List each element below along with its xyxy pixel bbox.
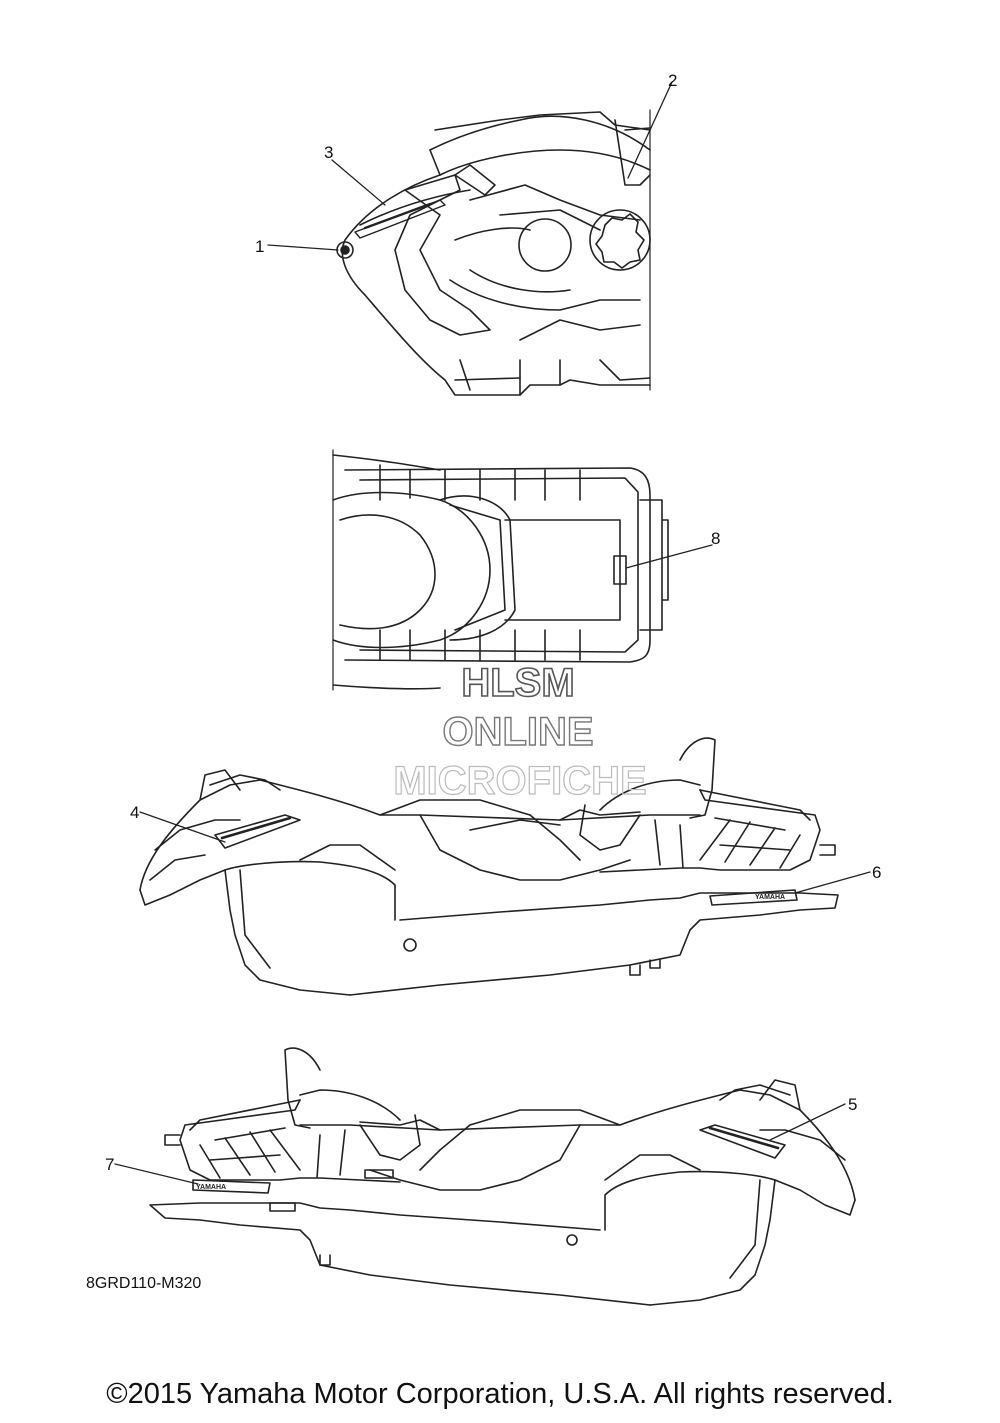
copyright-notice: ©2015 Yamaha Motor Corporation, U.S.A. A…: [106, 1378, 894, 1410]
callout-7: 7: [105, 1155, 114, 1174]
watermark-line-2: ONLINE: [442, 710, 593, 754]
hood-side-decal-right: [214, 814, 301, 849]
leader-lines: [114, 81, 871, 1185]
right-side-view: [139, 737, 839, 996]
callout-5: 5: [848, 1095, 857, 1114]
hood-side-decal-left: [699, 1124, 786, 1159]
hood-top-view: [336, 109, 651, 396]
watermark-line-1: HLSM: [461, 661, 574, 705]
rack-warning-decal: [613, 555, 627, 585]
rear-rack-top-view: [332, 449, 669, 691]
callout-4: 4: [130, 803, 139, 822]
decal-yamaha-text: YAMAHA: [755, 894, 785, 901]
rear-side-decal-right: [709, 889, 798, 906]
callout-3: 3: [324, 143, 333, 162]
decal-yamaha-text-left: YAMAHA: [196, 1184, 226, 1191]
diagram-code: 8GRD110-M320: [86, 1275, 201, 1292]
callout-6: 6: [872, 863, 881, 882]
callout-2: 2: [668, 71, 677, 90]
left-side-view: [149, 1047, 856, 1306]
watermark: HLSM ONLINE MICROFICHE: [393, 660, 648, 803]
watermark-line-3: MICROFICHE: [393, 759, 646, 803]
callout-8: 8: [711, 529, 720, 548]
callout-1: 1: [255, 237, 264, 256]
rear-side-decal-left: [192, 1179, 271, 1194]
